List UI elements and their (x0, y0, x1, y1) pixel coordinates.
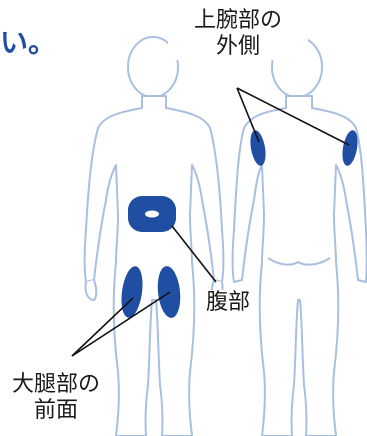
thigh-label-line2: 前面 (33, 398, 78, 423)
upper-arm-site-left (250, 130, 266, 166)
navel-mark (145, 210, 159, 218)
thigh-leader-right (71, 291, 171, 357)
thigh-leader-left (71, 297, 134, 357)
upper-arm-label: 上腕部の 外側 (168, 8, 308, 60)
cropped-heading-fragment: い。 (0, 26, 57, 59)
upper-arm-site-right (342, 130, 358, 166)
upper-arm-leader-right (236, 87, 350, 146)
thigh-label-line1: 大腿部の (11, 372, 100, 397)
thigh-label: 大腿部の 前面 (0, 372, 112, 424)
upper-arm-label-line1: 上腕部の (193, 8, 282, 33)
abdomen-label-line1: 腹部 (205, 290, 250, 315)
front-body-outline (83, 95, 225, 436)
injection-sites (121, 130, 358, 318)
upper-arm-leader-left (236, 87, 260, 143)
back-body-outline (231, 95, 367, 436)
leader-lines (71, 87, 350, 357)
abdomen-leader (171, 225, 217, 283)
upper-arm-label-line2: 外側 (215, 34, 260, 59)
abdomen-label: 腹部 (198, 290, 258, 316)
